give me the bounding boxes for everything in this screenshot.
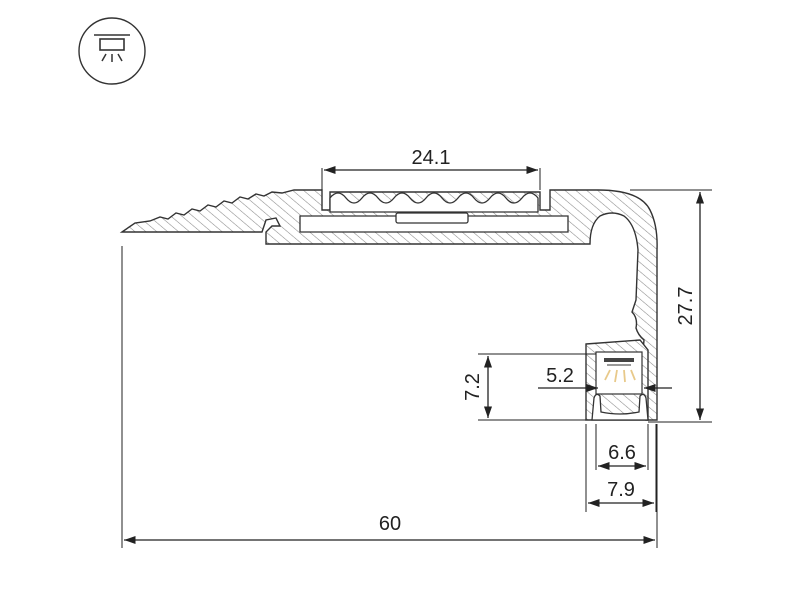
dim-led-opening-height: 7.2 [462, 373, 484, 401]
dim-top-channel-width: 24.1 [412, 147, 451, 169]
dim-total-width: 60 [379, 513, 401, 535]
dim-diffuser-outer-width: 7.9 [607, 479, 635, 501]
dim-diffuser-inner-width: 6.6 [608, 442, 636, 464]
dim-total-height: 27.7 [675, 287, 697, 326]
led-glow [604, 369, 636, 383]
dim-led-channel-inner: 5.2 [546, 365, 574, 387]
extension-lines [121, 168, 712, 548]
dimension-lines [123, 165, 705, 545]
aluminum-profile [119, 189, 658, 421]
ceiling-light-icon [78, 17, 146, 85]
